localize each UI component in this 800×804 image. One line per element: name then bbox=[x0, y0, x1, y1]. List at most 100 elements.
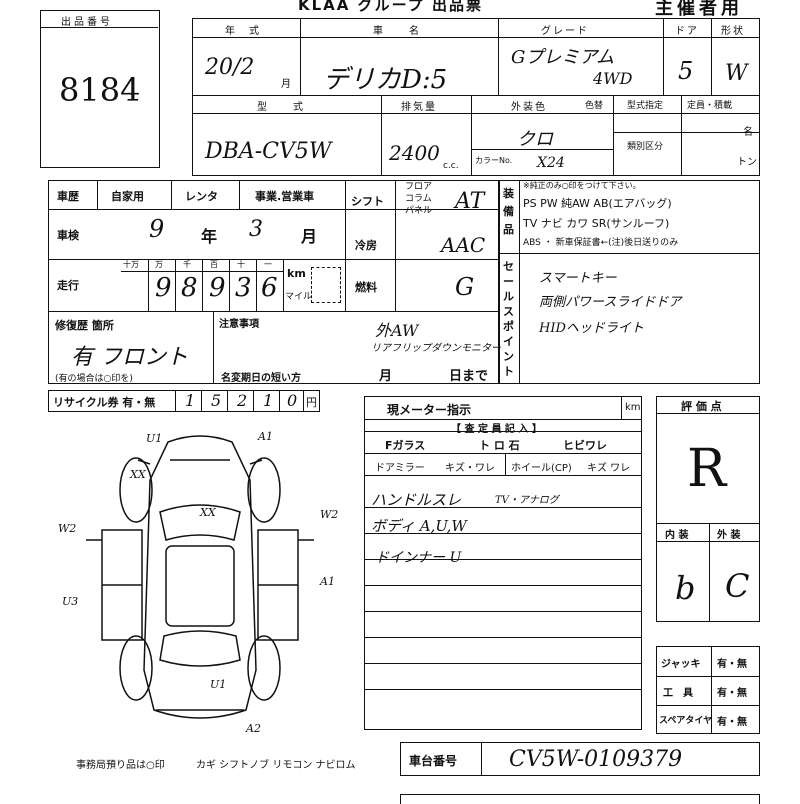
lot-number-value: 8184 bbox=[59, 71, 141, 109]
shift-label: シフト bbox=[351, 195, 384, 208]
damage-mark: XX bbox=[199, 506, 217, 519]
doors-label: ドア bbox=[675, 26, 699, 37]
type-designation-label: 型式指定 bbox=[627, 101, 664, 111]
chassis-label: 車台番号 bbox=[409, 754, 458, 768]
sales-point-item: HIDヘッドライト bbox=[539, 321, 644, 336]
capacity-unit: 名 bbox=[743, 127, 753, 138]
color-no-label: カラーNo. bbox=[475, 156, 513, 165]
grade-score-label: 評 価 点 bbox=[681, 400, 722, 413]
rename-day-unit: 日まで bbox=[449, 369, 489, 384]
notes-line1: 外AW bbox=[375, 321, 419, 340]
mileage-digit: 8 bbox=[181, 273, 198, 303]
inspection-year: 9 bbox=[149, 215, 165, 243]
equipment-box: 装備品 ※純正のみ○印をつけて下さい。 PS PW 純AW AB(エアバッグ) … bbox=[498, 180, 760, 384]
chassis-value: CV5W-0109379 bbox=[509, 747, 683, 772]
fuel-label: 燃料 bbox=[355, 281, 377, 294]
notes-line2: リアフリップダウンモニター bbox=[371, 343, 501, 354]
meter-unit: km bbox=[625, 402, 641, 413]
recycle-unit: 円 bbox=[306, 396, 317, 409]
grade-box: 評 価 点 R 内 装 外 装 b C bbox=[656, 396, 760, 622]
class-label: 類別区分 bbox=[627, 142, 664, 152]
notes-label: 注意事項 bbox=[219, 319, 259, 330]
grade-value: Gプレミアム bbox=[511, 47, 615, 68]
mileage-digit: 6 bbox=[261, 273, 278, 303]
interior-value: b bbox=[675, 569, 696, 607]
rental-label: レンタ bbox=[185, 190, 218, 203]
inspector-comment: ドインナー U bbox=[375, 550, 462, 566]
glass-label: Fガラス bbox=[385, 439, 426, 452]
office-items: カギ シフトノブ リモコン ナビロム bbox=[196, 760, 356, 771]
spare-label: スペアタイヤ bbox=[659, 716, 713, 726]
equipment-line1: PS PW 純AW AB(エアバッグ) bbox=[523, 197, 672, 210]
inspection-month-unit: 月 bbox=[301, 227, 318, 246]
displacement-value: 2400 bbox=[389, 141, 440, 165]
body-value: W bbox=[725, 61, 748, 86]
recycle-digit: 2 bbox=[237, 391, 248, 410]
car-damage-diagram: U1 A1 XX W2 XX W2 A1 U3 U1 A2 bbox=[58, 430, 338, 735]
tool-option: 有・無 bbox=[717, 688, 747, 699]
sales-point-label: セールスポイント bbox=[503, 260, 514, 378]
ac-value: AAC bbox=[441, 233, 486, 257]
recycle-digit: 1 bbox=[263, 391, 274, 410]
shift-panel: パネル bbox=[405, 206, 433, 216]
equipment-label: 装備品 bbox=[503, 187, 514, 236]
inspection-year-unit: 年 bbox=[201, 227, 218, 246]
lot-number-box: 出品番号 8184 bbox=[40, 10, 160, 168]
model-value: DBA-CV5W bbox=[205, 139, 332, 164]
damage-mark: W2 bbox=[320, 508, 338, 521]
history-label: 車歴 bbox=[57, 190, 79, 203]
shift-floor: フロア bbox=[405, 182, 433, 192]
rename-label: 名変期日の短い方 bbox=[221, 373, 301, 384]
vehicle-info-box: 年 式 車 名 グレード ドア 形状 20/2 月 デリカD:5 Gプレミアム … bbox=[192, 18, 760, 176]
mirror-label: ドアミラー bbox=[375, 463, 425, 474]
damage-mark: W2 bbox=[58, 522, 76, 535]
load-unit: トン bbox=[737, 157, 757, 168]
equipment-line3: ABS ・ 新車保証書←(注)後日送りのみ bbox=[523, 238, 679, 248]
mileage-unit: 百 bbox=[210, 260, 218, 269]
bottom-box bbox=[400, 794, 760, 804]
capacity-label: 定員・積載 bbox=[687, 101, 733, 111]
sales-point-item: 両側パワースライドドア bbox=[539, 295, 682, 310]
inspector-comment: ボディ A,U,W bbox=[371, 517, 467, 535]
mile-box bbox=[311, 267, 341, 303]
ext-color-label: 外装色 bbox=[511, 102, 547, 113]
recycle-label: リサイクル券 有・無 bbox=[53, 396, 156, 409]
tools-box: ジャッキ 有・無 工 具 有・無 スペアタイヤ 有・無 bbox=[656, 646, 760, 734]
year-value: 20/2 bbox=[205, 55, 255, 80]
chassis-box: 車台番号 CV5W-0109379 bbox=[400, 742, 760, 776]
shift-value: AT bbox=[455, 189, 485, 214]
year-label: 年 式 bbox=[225, 26, 261, 37]
damage-mark: U3 bbox=[62, 595, 78, 608]
damage-mark: A1 bbox=[257, 430, 273, 443]
shift-column: コラム bbox=[405, 194, 432, 204]
inspector-comment: ハンドルスレ bbox=[371, 491, 462, 509]
history-box: 車歴 自家用 レンタ 事業.営業車 シフト フロア コラム パネル AT 車検 … bbox=[48, 180, 501, 384]
wheel-options: キズ ワレ bbox=[587, 463, 631, 474]
damage-mark: XX bbox=[129, 468, 147, 481]
ac-label: 冷房 bbox=[355, 239, 377, 252]
model-label: 型 式 bbox=[257, 102, 305, 113]
km-unit: km bbox=[287, 267, 306, 280]
damage-mark: A1 bbox=[319, 575, 335, 588]
repair-label: 修復歴 箇所 bbox=[55, 319, 114, 332]
drive-value: 4WD bbox=[593, 69, 633, 88]
mileage-unit: 十万 bbox=[123, 260, 139, 269]
mileage-unit: 十 bbox=[237, 260, 245, 269]
fuel-value: G bbox=[455, 273, 475, 301]
exterior-label: 外 装 bbox=[717, 530, 741, 541]
damage-mark: U1 bbox=[146, 432, 162, 445]
cc-unit: c.c. bbox=[443, 161, 459, 171]
exterior-value: C bbox=[725, 567, 750, 605]
car-name-value: デリカD:5 bbox=[323, 65, 448, 95]
header-title: KLAA グループ 出品票 bbox=[298, 0, 483, 14]
glass-crack: ヒビワレ bbox=[563, 439, 607, 452]
inspection-label: 車検 bbox=[57, 229, 79, 242]
meter-label: 現メーター指示 bbox=[387, 403, 472, 417]
inspection-month: 3 bbox=[249, 217, 263, 242]
equipment-line2: TV ナビ カワ SR(サンルーフ) bbox=[523, 217, 670, 230]
sales-point-item: スマートキー bbox=[539, 271, 617, 286]
repair-note: (有の場合は○印を) bbox=[55, 374, 133, 384]
organizer-label: 主催者用 bbox=[655, 0, 743, 19]
color-no-value: X24 bbox=[537, 155, 565, 171]
mileage-unit: 一 bbox=[264, 260, 272, 269]
